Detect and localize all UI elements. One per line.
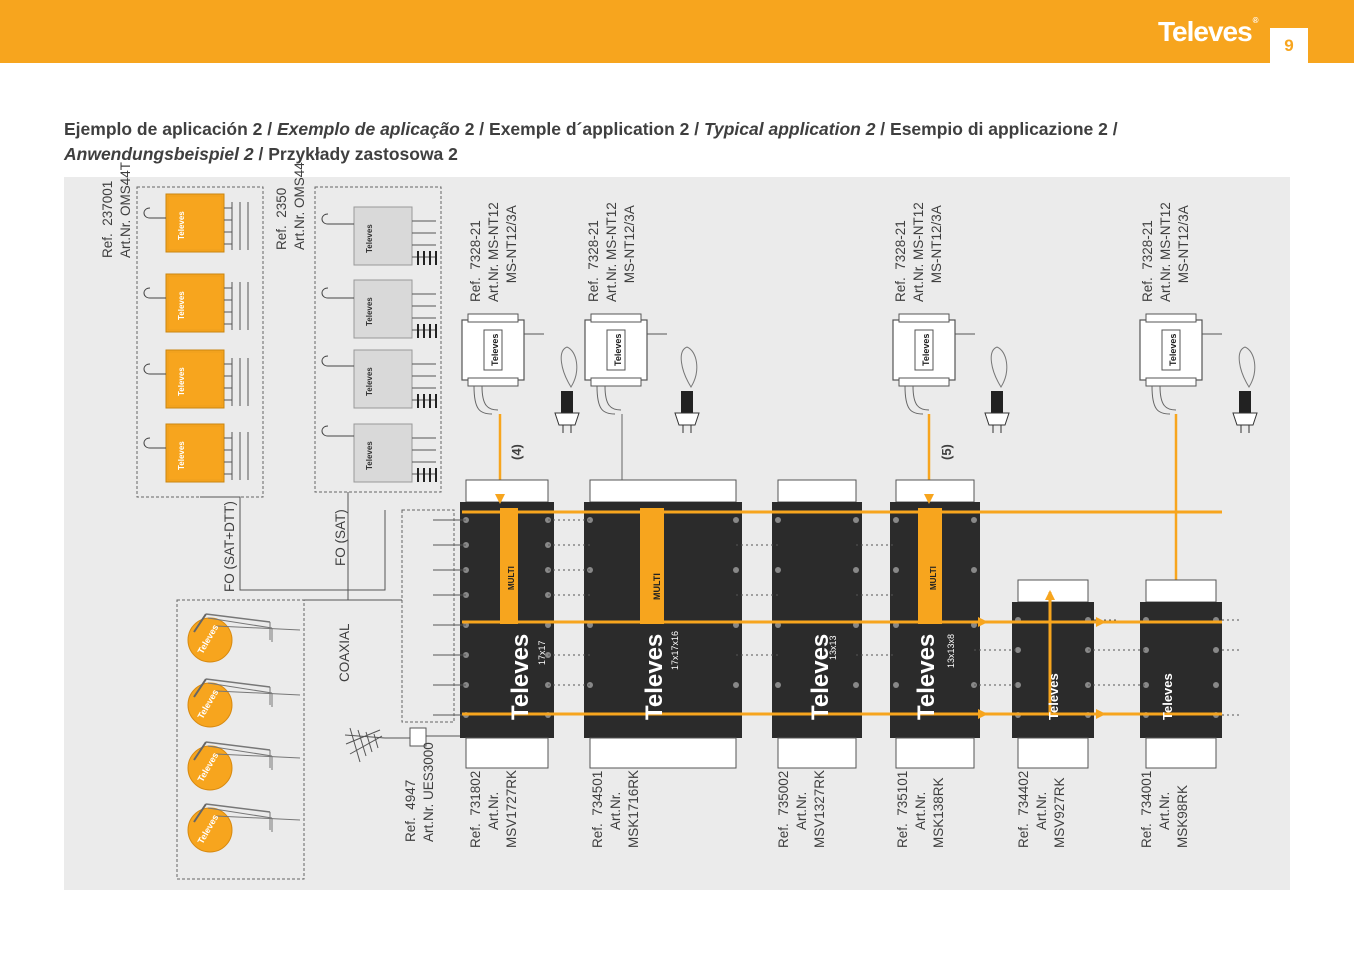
page-title: Ejemplo de aplicación 2 / Exemplo de apl…: [64, 119, 1118, 164]
page-number: 9: [1270, 28, 1308, 64]
ms2-module: MULTI: [652, 573, 662, 600]
ms5-ref-label: Ref. 734402 Art.Nr.MSV927RK: [1016, 770, 1067, 848]
ms2-size: 17x17x16: [670, 631, 680, 670]
ms4-size: 13x13x8: [946, 634, 956, 668]
ms6: [1140, 579, 1222, 769]
ms4-brand: Televes: [913, 634, 940, 720]
ms4: [890, 479, 980, 769]
ms2-brand: Televes: [641, 634, 668, 720]
ms5-brand: Televes: [1046, 673, 1061, 720]
ms1-ref-label: Ref. 731802 Art.Nr.MSV1727RK: [468, 769, 519, 848]
fo-sat-label: FO (SAT): [333, 509, 348, 566]
ms1-module: MULTI: [507, 566, 516, 590]
ms3-size: 13x13: [828, 635, 838, 660]
ms2-ref-label: Ref. 734501 Art.Nr.MSK1716RK: [590, 769, 641, 848]
ms6-brand: Televes: [1160, 673, 1175, 720]
ms4-ref-label: Ref. 735101 Art.Nr.MSK138RK: [895, 770, 946, 848]
ms1-size: 17x17: [537, 640, 547, 665]
ms2: [584, 479, 742, 769]
ms4-module: MULTI: [929, 566, 938, 590]
header-bar: [0, 0, 1354, 63]
ms6-ref-label: Ref. 734001 Art.Nr.MSK98RK: [1139, 770, 1190, 848]
ms3: [772, 479, 862, 769]
ms1-brand: Televes: [507, 634, 534, 720]
ms3-ref-label: Ref. 735002 Art.Nr.MSV1327RK: [776, 769, 827, 848]
coaxial-label: COAXIAL: [337, 623, 352, 682]
ms1: [460, 479, 554, 769]
note-5: (5): [939, 444, 954, 460]
ms3-brand: Televes: [807, 634, 834, 720]
televes-logo: Televes®: [1158, 16, 1259, 47]
fo-sat-dtt-label: FO (SAT+DTT): [222, 501, 237, 592]
note-4: (4): [509, 444, 524, 460]
